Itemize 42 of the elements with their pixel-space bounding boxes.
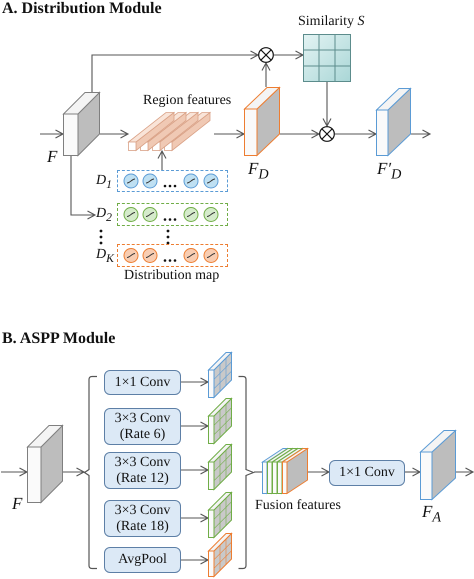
arrow — [280, 129, 320, 139]
arrow — [100, 129, 129, 139]
process-box: 1×1 Conv — [104, 370, 181, 395]
arrow — [181, 555, 209, 565]
arrow — [157, 150, 167, 170]
process-box: 3×3 Conv (Rate 12) — [104, 452, 181, 489]
arrow — [456, 467, 474, 477]
symbol-label: F — [12, 495, 22, 514]
arrow — [1, 467, 28, 477]
symbol-label: F — [47, 148, 58, 167]
arrow — [63, 467, 85, 477]
arrow — [181, 421, 209, 431]
section-heading: B. ASPP Module — [2, 330, 116, 348]
symbol-label: F$_{D}$ — [248, 160, 269, 183]
arrow — [308, 467, 330, 477]
arrow — [322, 82, 332, 127]
process-box: 3×3 Conv (Rate 18) — [104, 500, 181, 537]
caption-text: Region features — [143, 93, 232, 108]
process-box: AvgPool — [104, 547, 181, 573]
process-box: 3×3 Conv (Rate 6) — [104, 408, 181, 445]
arrow — [40, 129, 64, 139]
arrow — [214, 129, 245, 139]
arrow — [261, 62, 271, 87]
symbol-label: D$_{1}$ — [96, 173, 112, 192]
arrow — [70, 156, 96, 220]
arrow — [91, 50, 259, 92]
caption-text: Distribution map — [124, 268, 220, 284]
caption-text: Similarity S — [298, 14, 364, 30]
caption-text: Fusion features — [255, 498, 341, 514]
arrow — [335, 129, 377, 139]
symbol-label: D$_{K}$ — [96, 247, 114, 266]
section-heading: A. Distribution Module — [2, 0, 162, 18]
symbol-label: D$_{2}$ — [96, 206, 112, 225]
arrow — [181, 513, 209, 523]
arrow — [181, 465, 209, 475]
symbol-label: F′$_{D}$ — [377, 160, 402, 183]
arrow — [274, 50, 304, 60]
arrow — [411, 129, 431, 139]
symbol-label: F$_{A}$ — [422, 503, 442, 526]
arrow — [181, 377, 209, 387]
process-box: 1×1 Conv — [329, 460, 405, 486]
arrow — [405, 467, 421, 477]
